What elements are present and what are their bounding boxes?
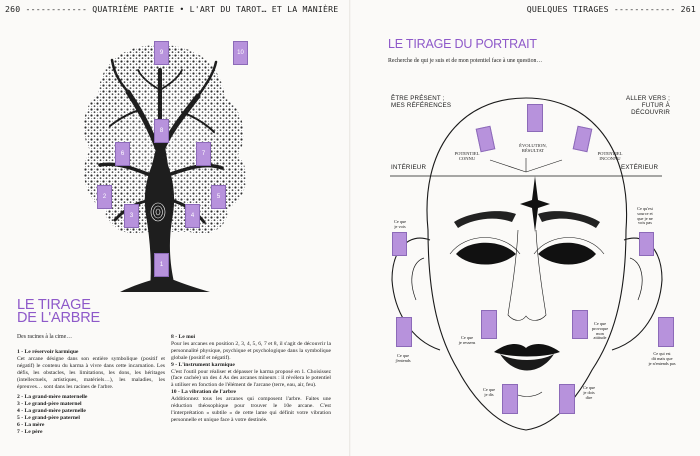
tree-card-6: 6: [115, 142, 130, 166]
right-intro: Recherche de qui je suis et de mon poten…: [388, 58, 543, 64]
label-ce-que-je-dis: Ce que je dis: [482, 387, 496, 397]
label-ce-que-j-entends: Ce que j'entends: [395, 353, 411, 363]
card-ce-qui-est-dit: [658, 317, 674, 347]
left-intro: Des racines à la cime…: [17, 334, 73, 340]
card-ce-que-je-vois: [392, 232, 407, 256]
label-evolution: ÉVOLUTION, RÉSULTAT: [519, 143, 547, 154]
tree-card-10: 10: [233, 41, 248, 65]
left-column-1: 1 - Le réservoir karmique Cet arcane dés…: [17, 349, 165, 435]
left-page: 260 ------------ QUATRIÈME PARTIE • L'AR…: [5, 4, 339, 435]
future-label: ALLER VERS ; FUTUR À DÉCOUVRIR: [626, 95, 671, 117]
label-ce-que-je-ne-vois-pas: Ce qu'est source et que je ne vois pas: [637, 206, 653, 226]
left-column-2: 8 - Le moi Pour les arcanes en position …: [171, 334, 331, 423]
card-ce-que-provoque: [572, 310, 588, 339]
label-ce-que-je-dois-dire: Ce que je dois dire: [582, 385, 596, 400]
tree-card-8: 8: [154, 119, 169, 143]
left-running-head: 260 ------------ QUATRIÈME PARTIE • L'AR…: [5, 4, 339, 14]
tree-card-2: 2: [97, 185, 112, 209]
interieur-label: INTÉRIEUR: [391, 164, 427, 171]
tree-card-5: 5: [211, 185, 226, 209]
present-label: ÊTRE PRÉSENT ; MES RÉFÉRENCES: [391, 95, 452, 110]
tree-illustration: [83, 45, 247, 292]
right-running-head: QUELQUES TIRAGES ------------ 261: [526, 4, 696, 14]
card-ce-que-je-dois-dire: [559, 384, 575, 414]
book-gutter: [349, 0, 351, 456]
label-potentiel-connu: POTENTIEL CONNU: [454, 151, 480, 162]
tree-card-9: 9: [154, 41, 169, 65]
tree-card-4: 4: [185, 204, 200, 228]
label-ce-qui-est-dit: Ce qui est dit mais que je n'entends pas: [648, 351, 676, 366]
face-illustration: [390, 97, 663, 431]
exterieur-label: EXTÉRIEUR: [621, 164, 659, 171]
card-ce-que-je-dis: [502, 384, 518, 414]
tree-card-3: 3: [124, 204, 139, 228]
label-potentiel-inconnu: POTENTIEL INCONNU: [597, 151, 623, 162]
tree-card-1: 1: [154, 253, 169, 277]
card-ce-que-je-ressens: [481, 310, 497, 339]
left-title: LE TIRAGE DE L'ARBRE: [17, 297, 100, 326]
card-evolution: [527, 104, 543, 132]
right-page: QUELQUES TIRAGES ------------ 261 LE TIR…: [350, 0, 700, 456]
right-title: LE TIRAGE DU PORTRAIT: [388, 37, 537, 51]
card-ce-que-j-entends: [396, 317, 412, 347]
tree-card-7: 7: [196, 142, 211, 166]
card-ce-que-je-ne-vois-pas: [639, 232, 654, 256]
label-ce-que-je-ressens: Ce que je ressens: [458, 335, 476, 345]
label-ce-que-je-vois: Ce que je vois: [393, 219, 407, 229]
label-ce-que-provoque: Ce que provoque mon attitude: [591, 321, 609, 341]
